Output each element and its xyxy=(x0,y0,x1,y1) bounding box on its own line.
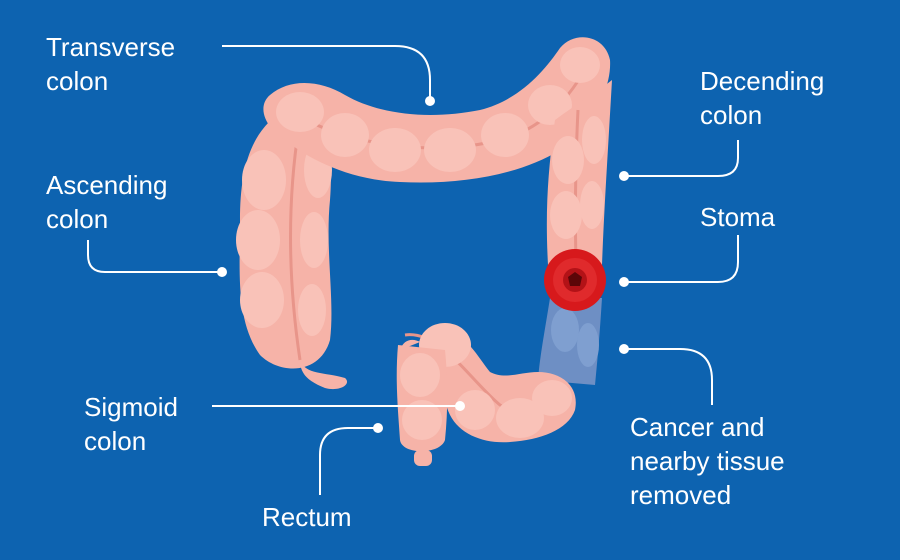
removed-section-shape xyxy=(538,298,602,385)
leader-lines xyxy=(87,45,739,495)
transverse-colon-shape xyxy=(263,37,611,183)
leader-removed xyxy=(624,348,713,405)
dot-removed xyxy=(619,344,629,354)
dot-stoma xyxy=(619,277,629,287)
ascending-colon-shape xyxy=(236,105,348,390)
label-transverse-line-2: colon xyxy=(46,66,109,96)
label-transverse-colon: Transverse colon xyxy=(46,30,175,98)
label-stoma-line-1: Stoma xyxy=(700,202,776,232)
rectum-shape xyxy=(396,345,448,466)
label-removed-section: Cancer and nearby tissue removed xyxy=(630,410,785,512)
dot-transverse xyxy=(425,96,435,106)
leader-rectum xyxy=(319,427,378,495)
label-rectum-line-1: Rectum xyxy=(262,502,352,532)
dot-descending xyxy=(619,171,629,181)
label-ascending-colon: Ascending colon xyxy=(46,168,167,236)
label-removed-line-2: nearby tissue xyxy=(630,446,785,476)
stoma-shape xyxy=(544,249,606,311)
label-descending-line-1: Decending xyxy=(700,66,825,96)
label-sigmoid-line-1: Sigmoid xyxy=(84,392,178,422)
leader-ascending xyxy=(87,240,222,273)
label-rectum: Rectum xyxy=(262,500,352,534)
dot-ascending xyxy=(217,267,227,277)
label-ascending-line-1: Ascending xyxy=(46,170,168,200)
descending-colon-shape xyxy=(546,80,612,266)
label-removed-line-1: Cancer and xyxy=(630,412,765,442)
dot-rectum xyxy=(373,423,383,433)
label-ascending-line-2: colon xyxy=(46,204,109,234)
label-transverse-line-1: Transverse xyxy=(46,32,176,62)
label-descending-colon: Decending colon xyxy=(700,64,824,132)
label-removed-line-3: removed xyxy=(630,480,732,510)
label-sigmoid-line-2: colon xyxy=(84,426,147,456)
leader-stoma xyxy=(624,235,739,283)
leader-descending xyxy=(624,140,739,177)
label-stoma: Stoma xyxy=(700,200,775,234)
label-descending-line-2: colon xyxy=(700,100,763,130)
label-sigmoid-colon: Sigmoid colon xyxy=(84,390,178,458)
leader-dots xyxy=(217,96,629,433)
dot-sigmoid xyxy=(455,401,465,411)
sigmoid-colon-shape xyxy=(400,323,576,443)
leader-transverse xyxy=(222,45,431,100)
